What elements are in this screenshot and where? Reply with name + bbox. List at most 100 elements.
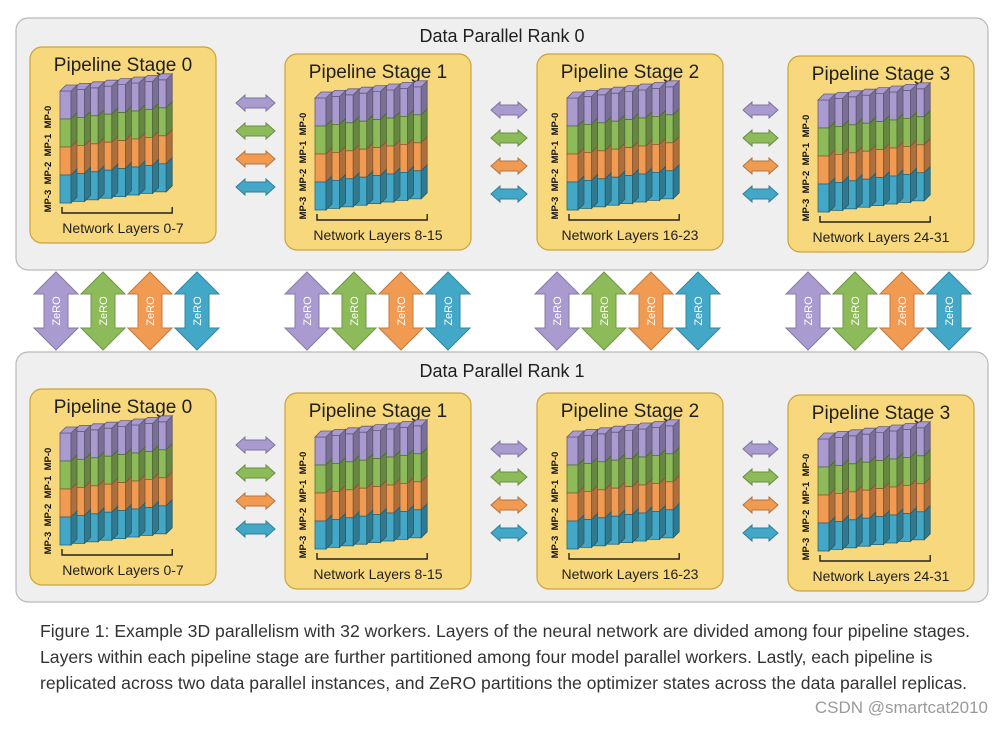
zero-label: ZeRO	[145, 296, 157, 326]
zero-arrow-shape	[32, 271, 80, 351]
network-layer	[327, 89, 347, 210]
layer-top	[898, 84, 918, 91]
pipeline-arrow	[490, 128, 528, 148]
mp-label: MP-0	[298, 452, 309, 475]
layer-bracket	[568, 214, 680, 221]
network-layer	[661, 418, 681, 539]
zero-label: ZeRO	[192, 296, 204, 326]
zero-arrow: ZeRO	[283, 271, 331, 351]
network-layer	[620, 84, 640, 205]
network-layer	[817, 432, 836, 552]
layer-segment-side	[138, 502, 146, 538]
zero-arrow-shape	[580, 271, 628, 351]
layer-segment-side	[111, 163, 119, 200]
layer-top	[327, 90, 347, 97]
zero-arrow-shape	[533, 271, 581, 351]
mp-label: MP-0	[298, 113, 309, 136]
network-layer	[606, 86, 626, 207]
mp-label: MP-0	[43, 448, 54, 471]
layer-top	[99, 79, 119, 87]
stage-title: Pipeline Stage 0	[54, 55, 192, 76]
rank-title: Data Parallel Rank 1	[419, 361, 584, 381]
layer-top	[830, 430, 850, 438]
layer-top	[620, 85, 640, 92]
layer-segment-side	[618, 170, 626, 207]
stage-layers-label: Network Layers 24-31	[813, 229, 950, 245]
layer-segment	[314, 153, 327, 183]
layer-segment-side	[923, 504, 931, 541]
layer-top	[59, 84, 78, 92]
layer-segment-side	[659, 504, 666, 541]
layer-top	[99, 421, 119, 429]
mp-label: MP-3	[43, 532, 54, 555]
mp-label: MP-2	[801, 510, 812, 533]
layer-segment-side	[896, 169, 904, 205]
layer-top	[579, 428, 599, 436]
layer-segment-side	[125, 503, 132, 540]
layer-segment-side	[97, 506, 105, 543]
pipeline-arrow	[490, 184, 528, 204]
zero-arrow: ZeRO	[377, 271, 425, 351]
network-layer	[871, 86, 891, 207]
layer-segment-side	[842, 175, 849, 212]
layer-top	[154, 73, 174, 81]
pipeline-arrow	[235, 491, 276, 511]
network-layer	[620, 423, 640, 544]
mp-label: MP-3	[298, 197, 309, 220]
zero-arrow-shape	[126, 271, 174, 351]
layer-top	[354, 86, 374, 94]
layer-segment	[817, 438, 830, 468]
layer-segment-side	[165, 156, 173, 193]
layer-segment-side	[352, 510, 360, 547]
network-layer	[314, 430, 333, 550]
zero-label: ZeRO	[944, 296, 956, 326]
layer-top	[341, 427, 361, 435]
pipeline-arrow	[742, 467, 779, 487]
layer-stack	[817, 81, 932, 223]
layer-top	[885, 424, 904, 432]
layer-segment-side	[883, 509, 890, 546]
network-layer	[830, 430, 850, 551]
pipeline-stage-1: Pipeline Stage 1MP-0MP-1MP-2MP-3Network …	[284, 53, 472, 251]
layer-bracket	[316, 214, 428, 221]
zero-arrow: ZeRO	[533, 271, 581, 351]
layer-segment-side	[339, 512, 347, 549]
network-layer	[72, 82, 92, 203]
layer-top	[871, 87, 891, 94]
mp-label: MP-1	[801, 142, 812, 165]
pipeline-arrow	[490, 467, 528, 487]
layer-segment-side	[604, 510, 612, 547]
layer-segment-side	[84, 166, 91, 203]
mp-label: MP-3	[801, 199, 812, 222]
pipeline-arrow	[490, 100, 528, 120]
network-layer	[634, 83, 653, 203]
zero-label: ZeRO	[349, 296, 361, 326]
layer-segment	[817, 155, 830, 185]
zero-arrow: ZeRO	[424, 271, 472, 351]
layer-segment	[817, 183, 830, 213]
zero-arrow-shape	[424, 271, 472, 351]
mp-label: MP-0	[550, 113, 561, 136]
mp-label: MP-2	[550, 508, 561, 531]
layer-segment-side	[632, 507, 639, 544]
layer-segment-side	[591, 173, 598, 210]
network-layer	[566, 91, 585, 211]
layer-segment-side	[842, 514, 849, 551]
layer-segment	[314, 97, 327, 127]
layer-top	[593, 88, 613, 96]
network-layer	[127, 76, 146, 196]
layer-top	[86, 81, 106, 89]
layer-segment-side	[632, 168, 639, 205]
zero-arrow-shape	[878, 271, 926, 351]
network-layer	[314, 91, 333, 211]
network-layer	[113, 77, 133, 198]
layer-top	[634, 83, 653, 91]
layer-top	[382, 83, 401, 91]
network-layer	[354, 86, 374, 207]
pipeline-arrow	[742, 439, 779, 459]
layer-top	[606, 86, 626, 94]
mp-label: MP-2	[298, 508, 309, 531]
zero-label: ZeRO	[897, 296, 909, 326]
zero-arrow: ZeRO	[173, 271, 221, 351]
